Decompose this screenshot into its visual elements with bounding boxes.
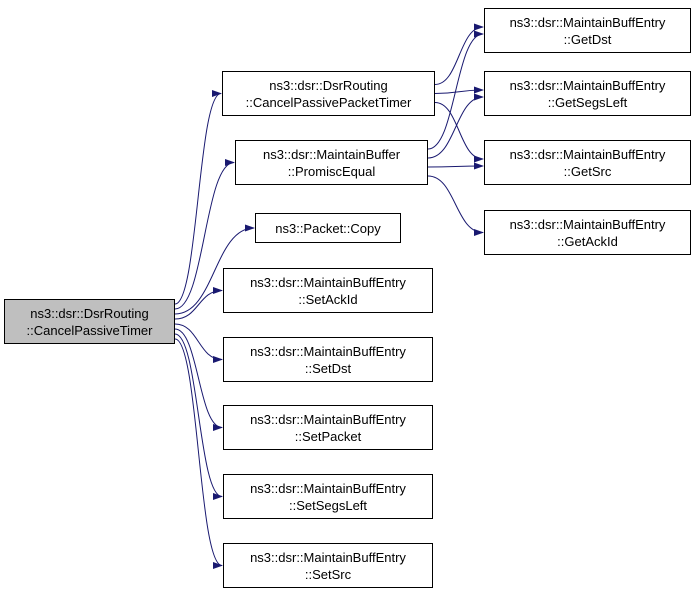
- node-label-line1: ns3::dsr::MaintainBuffEntry: [250, 549, 406, 565]
- node-set-src[interactable]: ns3::dsr::MaintainBuffEntry ::SetSrc: [223, 543, 433, 588]
- node-set-packet[interactable]: ns3::dsr::MaintainBuffEntry ::SetPacket: [223, 405, 433, 450]
- node-label-line2: ::SetDst: [304, 360, 352, 376]
- edge-cancel-passive-packet-timer--get-src: [434, 102, 484, 163]
- node-get-dst[interactable]: ns3::dsr::MaintainBuffEntry ::GetDst: [484, 8, 691, 53]
- node-label-line2: ::SetPacket: [294, 428, 362, 444]
- node-label-line1: ns3::dsr::MaintainBuffEntry: [509, 146, 666, 162]
- node-label-line1: ns3::dsr::MaintainBuffEntry: [250, 274, 406, 290]
- node-label-line1: ns3::Packet::Copy: [275, 220, 381, 236]
- node-label-line1: ns3::dsr::MaintainBuffEntry: [250, 480, 406, 496]
- node-label-line1: ns3::dsr::MaintainBuffEntry: [509, 14, 666, 30]
- node-label-line1: ns3::dsr::MaintainBuffer: [262, 146, 401, 162]
- node-set-ack-id[interactable]: ns3::dsr::MaintainBuffEntry ::SetAckId: [223, 268, 433, 313]
- node-cancel-passive-packet-timer[interactable]: ns3::dsr::DsrRouting ::CancelPassivePack…: [222, 71, 435, 116]
- node-label-line2: ::GetAckId: [557, 233, 618, 249]
- node-label-line2: ::SetAckId: [298, 291, 358, 307]
- edge-promisc-equal--get-ack-id: [427, 175, 484, 236]
- node-set-segs-left[interactable]: ns3::dsr::MaintainBuffEntry ::SetSegsLef…: [223, 474, 433, 519]
- node-label-line1: ns3::dsr::MaintainBuffEntry: [509, 216, 666, 232]
- node-promisc-equal[interactable]: ns3::dsr::MaintainBuffer ::PromiscEqual: [235, 140, 428, 185]
- edge-cancel-passive-timer--set-src: [174, 338, 223, 569]
- node-label-line2: ::GetSegsLeft: [547, 94, 628, 110]
- edge-promisc-equal--get-dst: [427, 30, 484, 150]
- node-label-line1: ns3::dsr::MaintainBuffEntry: [250, 343, 406, 359]
- node-packet-copy[interactable]: ns3::Packet::Copy: [255, 213, 401, 243]
- edge-cancel-passive-timer--set-ack-id: [174, 287, 223, 320]
- edge-cancel-passive-timer--set-packet: [174, 328, 223, 431]
- node-label-line2: ::GetDst: [563, 31, 612, 47]
- edge-cancel-passive-timer--set-dst: [174, 323, 223, 363]
- node-label-line1: ns3::dsr::MaintainBuffEntry: [250, 411, 406, 427]
- node-label-line2: ::SetSrc: [304, 566, 352, 582]
- edge-promisc-equal--get-segs-left: [427, 93, 484, 159]
- edge-cancel-passive-packet-timer--get-segs-left: [434, 86, 484, 94]
- node-label-line1: ns3::dsr::DsrRouting: [30, 305, 149, 321]
- node-get-segs-left[interactable]: ns3::dsr::MaintainBuffEntry ::GetSegsLef…: [484, 71, 691, 116]
- node-label-line2: ::CancelPassivePacketTimer: [245, 94, 412, 110]
- node-set-dst[interactable]: ns3::dsr::MaintainBuffEntry ::SetDst: [223, 337, 433, 382]
- node-label-line2: ::GetSrc: [563, 163, 612, 179]
- edge-cancel-passive-packet-timer--get-dst: [434, 23, 484, 85]
- node-get-ack-id[interactable]: ns3::dsr::MaintainBuffEntry ::GetAckId: [484, 210, 691, 255]
- node-label-line2: ::SetSegsLeft: [288, 497, 368, 513]
- node-get-src[interactable]: ns3::dsr::MaintainBuffEntry ::GetSrc: [484, 140, 691, 185]
- node-label-line1: ns3::dsr::DsrRouting: [269, 77, 388, 93]
- node-label-line2: ::CancelPassiveTimer: [26, 322, 153, 338]
- node-label-line2: ::PromiscEqual: [287, 163, 376, 179]
- edge-cancel-passive-timer--set-segs-left: [174, 333, 223, 500]
- edge-promisc-equal--get-src: [427, 162, 484, 170]
- node-cancel-passive-timer: ns3::dsr::DsrRouting ::CancelPassiveTime…: [4, 299, 175, 344]
- edge-cancel-passive-timer--cancel-passive-packet-timer: [174, 90, 222, 305]
- node-label-line1: ns3::dsr::MaintainBuffEntry: [509, 77, 666, 93]
